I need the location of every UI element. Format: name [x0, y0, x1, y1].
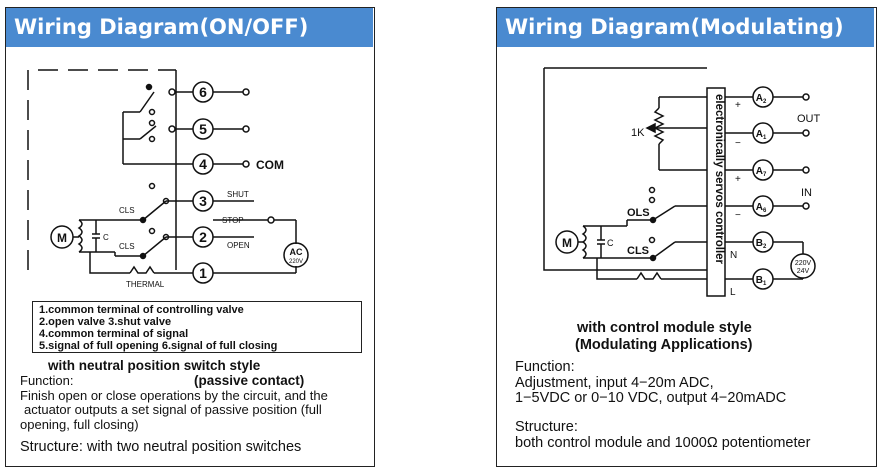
caption-line-2: (passive contact) — [194, 373, 305, 388]
legend-line-4: 5.signal of full opening 6.signal of ful… — [39, 340, 278, 352]
ac-label: AC — [290, 247, 303, 257]
position-switches — [122, 83, 193, 165]
caption-line-2-mod: (Modulating Applications) — [575, 337, 753, 353]
terminal-circles — [192, 81, 214, 284]
controller-label: electronically servos controller — [713, 94, 725, 265]
ols-cls-switches — [627, 186, 707, 262]
terminal-3-label: 3 — [199, 193, 207, 209]
voltage-label-1: 220V — [795, 260, 812, 267]
modulating-wiring-diagram: electronically servos controller A2 A1 A… — [543, 67, 821, 298]
capacitor-label-mod: C — [607, 238, 614, 248]
wiring-panel-on-off: Wiring Diagram(ON/OFF) 6 5 4 3 2 1 — [5, 7, 375, 467]
wiring-panel-modulating: Wiring Diagram(Modulating) electronicall… — [496, 7, 877, 467]
caption-line-1-mod: with control module style — [577, 320, 752, 336]
terminal-2-label: 2 — [199, 229, 207, 245]
terminal-output-stubs — [213, 88, 250, 168]
resistor-label: 1K — [631, 127, 645, 139]
minus-sign-2: − — [735, 210, 741, 221]
function-block-left: Function: Finish open or close operation… — [20, 373, 370, 432]
plus-sign-1: + — [735, 100, 741, 111]
thermal-switch — [129, 265, 155, 274]
enclosure-line — [543, 67, 707, 271]
function-text-3: opening, full closing) — [20, 416, 139, 432]
live-label: L — [730, 287, 736, 298]
terminal-a7-label: A7 — [756, 166, 767, 178]
motor-label: M — [57, 231, 67, 245]
on-off-wiring-diagram: 6 5 4 3 2 1 — [27, 69, 309, 289]
function-text-mod-1: Adjustment, input 4−20m ADC, — [515, 374, 714, 391]
com-label: COM — [256, 158, 284, 172]
function-block-right: Function: Adjustment, input 4−20m ADC, 1… — [515, 359, 787, 407]
structure-label-mod: Structure: — [515, 419, 578, 435]
cls-upper-label: CLS — [119, 206, 135, 215]
terminal-5-label: 5 — [199, 121, 207, 137]
terminal-a2-label: A2 — [756, 93, 767, 105]
voltage-label-2: 24V — [797, 268, 810, 275]
terminal-a1-label: A1 — [756, 129, 767, 141]
power-source-symbol — [790, 253, 816, 279]
function-text-1: Finish open or close operations by the c… — [20, 387, 328, 403]
terminal-1-label: 1 — [199, 265, 207, 281]
ac-source-symbol — [283, 242, 309, 268]
plus-sign-2: + — [735, 174, 741, 185]
in-label: IN — [801, 187, 812, 199]
cls-lower-label: CLS — [119, 242, 135, 251]
structure-text-mod: both control module and 1000Ω potentiome… — [515, 434, 811, 451]
cls-label: CLS — [627, 245, 649, 257]
terminal-legend: 1.common terminal of controlling valve 2… — [32, 301, 362, 353]
terminal-b2-label: B2 — [756, 238, 767, 250]
terminal-a6-label: A6 — [756, 202, 767, 214]
terminal-b1-label: B1 — [756, 275, 767, 287]
thermal-label: THERMAL — [126, 280, 165, 289]
controller-terminal-links — [725, 96, 753, 280]
legend-line-3: 4.common terminal of signal — [39, 328, 189, 340]
motor-label-mod: M — [562, 236, 572, 250]
motor-coil-mod — [581, 225, 587, 259]
neutral-label: N — [730, 250, 737, 261]
structure-text-left: Structure: with two neutral position swi… — [20, 439, 302, 455]
modulating-output-stubs — [773, 93, 816, 280]
shut-label: SHUT — [227, 190, 249, 199]
motor-coil — [77, 219, 83, 253]
panel-title-on-off: Wiring Diagram(ON/OFF) — [6, 8, 373, 47]
minus-sign-1: − — [735, 138, 741, 149]
modulating-terminals — [752, 86, 774, 290]
out-label: OUT — [797, 113, 821, 125]
terminal-6-label: 6 — [199, 84, 207, 100]
legend-line-1: 1.common terminal of controlling valve — [39, 304, 244, 316]
servo-controller-box — [706, 87, 726, 297]
function-text-mod-2: 1−5VDC or 0−10 VDC, output 4−20mADC — [515, 390, 787, 406]
function-label-mod: Function: — [515, 359, 575, 375]
ac-voltage-label: 220V — [289, 259, 303, 265]
panel-title-modulating: Wiring Diagram(Modulating) — [497, 8, 874, 47]
capacitor-label: C — [103, 233, 109, 242]
enclosure-dashed-line — [27, 69, 176, 270]
structure-block-right: Structure: both control module and 1000Ω… — [515, 419, 811, 451]
function-text-2: actuator outputs a set signal of passive… — [24, 402, 322, 417]
ols-label: OLS — [627, 207, 650, 219]
stop-label: STOP — [222, 216, 244, 225]
cls-switches — [115, 182, 193, 260]
terminal-4-label: 4 — [199, 156, 207, 172]
potentiometer — [645, 96, 707, 171]
caption-line-1: with neutral position switch style — [48, 358, 261, 373]
function-label: Function: — [20, 373, 74, 388]
legend-line-2: 2.open valve 3.shut valve — [39, 316, 172, 328]
open-label: OPEN — [227, 241, 250, 250]
